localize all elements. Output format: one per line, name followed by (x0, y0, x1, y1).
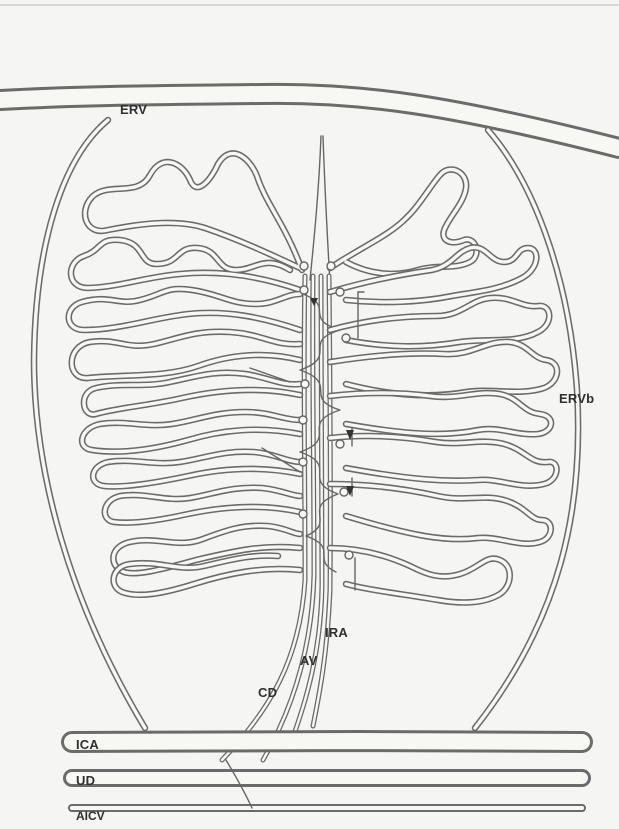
cd-label: CD (258, 685, 277, 700)
ira-label: IRA (325, 625, 348, 640)
aicv-label: AICV (76, 809, 105, 823)
ud-label: UD (76, 773, 95, 788)
ica-label: ICA (76, 737, 99, 752)
ica-vessel (72, 741, 582, 742)
ervb-label: ERVb (559, 391, 594, 406)
erv-label: ERV (120, 102, 147, 117)
av-label: AV (300, 653, 318, 668)
